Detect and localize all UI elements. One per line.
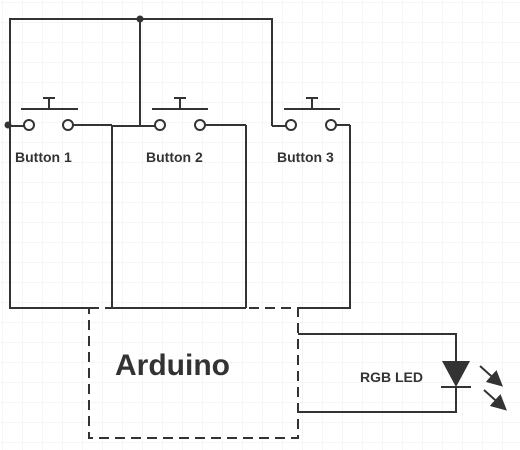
arduino-block: Arduino xyxy=(88,307,299,439)
button-3-label: Button 3 xyxy=(277,149,334,165)
junction-dot-top xyxy=(136,15,144,23)
button-2: Button 2 xyxy=(140,97,246,165)
light-emission-arrows-icon xyxy=(479,365,507,411)
pushbutton-switch-icon xyxy=(140,97,246,131)
button-1: Button 1 xyxy=(10,97,112,165)
button-3: Button 3 xyxy=(272,97,350,165)
led-diode-icon xyxy=(441,361,471,388)
button-1-label: Button 1 xyxy=(15,149,72,165)
rgb-led: RGB LED xyxy=(298,333,507,413)
pushbutton-switch-icon xyxy=(272,97,350,131)
rgb-led-label: RGB LED xyxy=(360,369,423,385)
button-2-label: Button 2 xyxy=(146,149,203,165)
arduino-label: Arduino xyxy=(115,349,230,382)
pushbutton-switch-icon xyxy=(10,97,112,131)
